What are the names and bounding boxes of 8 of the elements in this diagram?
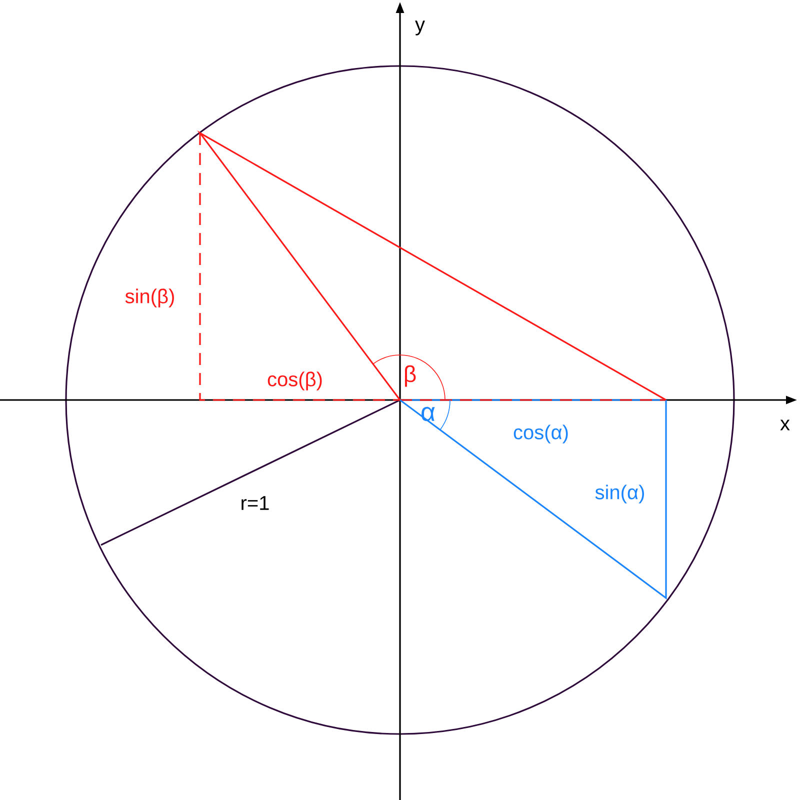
axis-label: cos(β) — [268, 372, 322, 390]
axis-label: r=1 — [242, 496, 269, 510]
axis-label: x — [780, 420, 790, 430]
axis-label: sin(β) — [125, 288, 174, 308]
axis-label: y — [415, 20, 425, 36]
axis-label: cos(α) — [514, 424, 568, 444]
axis-label: β — [405, 365, 416, 387]
axis-label: sin(α) — [595, 484, 644, 504]
